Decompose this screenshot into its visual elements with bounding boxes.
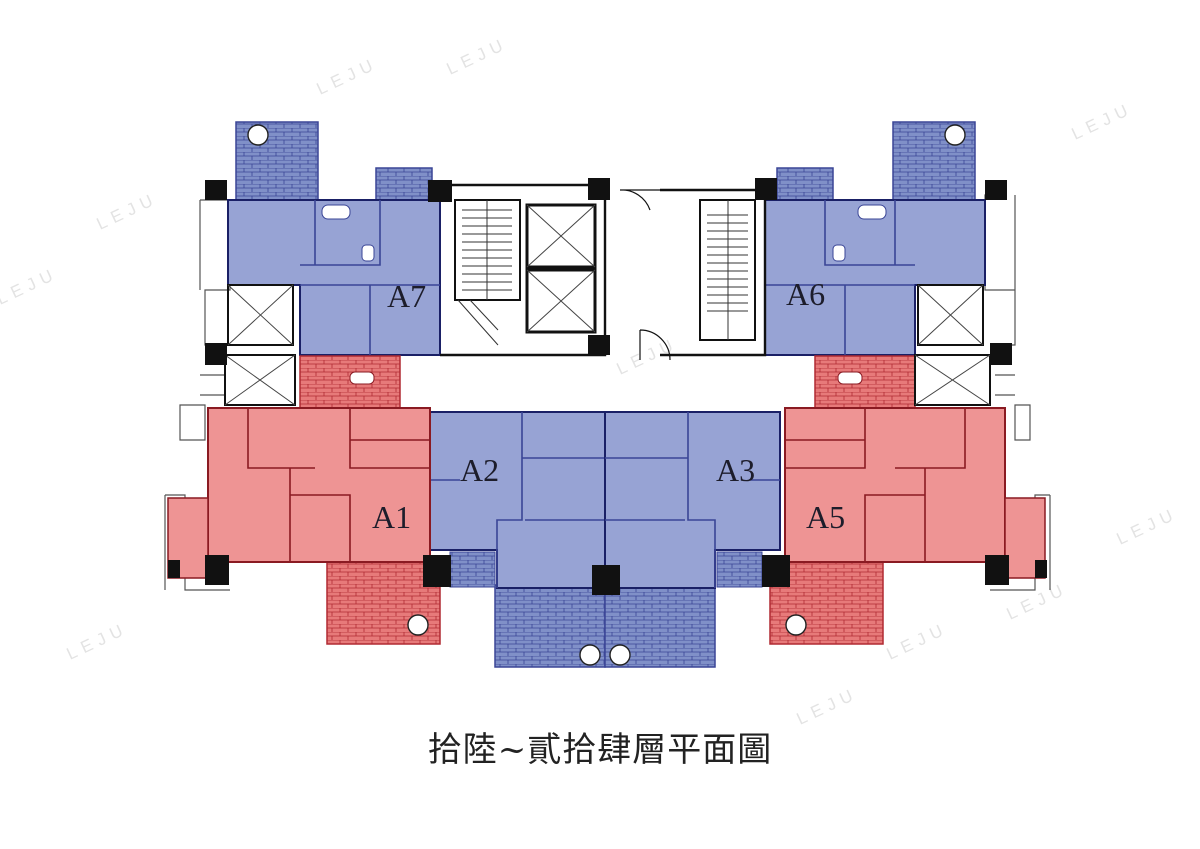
balcony-planters [247, 124, 966, 666]
unit-a2[interactable] [429, 411, 606, 668]
floor-plan-caption: 拾陸~貳拾肆層平面圖 [427, 730, 773, 770]
watermark: LEJU [1114, 504, 1181, 549]
unit-label-a5: A5 [806, 499, 845, 535]
watermark: LEJU [0, 264, 61, 309]
unit-label-a2: A2 [460, 452, 499, 488]
structural-columns [168, 178, 1047, 595]
building-core [224, 183, 991, 406]
unit-label-a7: A7 [387, 278, 426, 314]
watermark: LEJU [94, 189, 161, 234]
watermark: LEJU [314, 54, 381, 99]
watermark: LEJU [884, 619, 951, 664]
unit-a6[interactable] [764, 121, 986, 356]
unit-a7[interactable] [227, 121, 441, 356]
unit-labels: A7 A6 A2 A3 A1 A5 [372, 276, 845, 535]
unit-label-a3: A3 [716, 452, 755, 488]
watermark: LEJU [1069, 99, 1136, 144]
unit-a3[interactable] [604, 411, 781, 668]
watermark: LEJU [1004, 579, 1071, 624]
building-outline [164, 194, 1051, 591]
watermark: LEJU [444, 34, 511, 79]
unit-a5[interactable] [769, 355, 1046, 645]
unit-label-a6: A6 [786, 276, 825, 312]
watermark: LEJU [64, 619, 131, 664]
unit-label-a1: A1 [372, 499, 411, 535]
